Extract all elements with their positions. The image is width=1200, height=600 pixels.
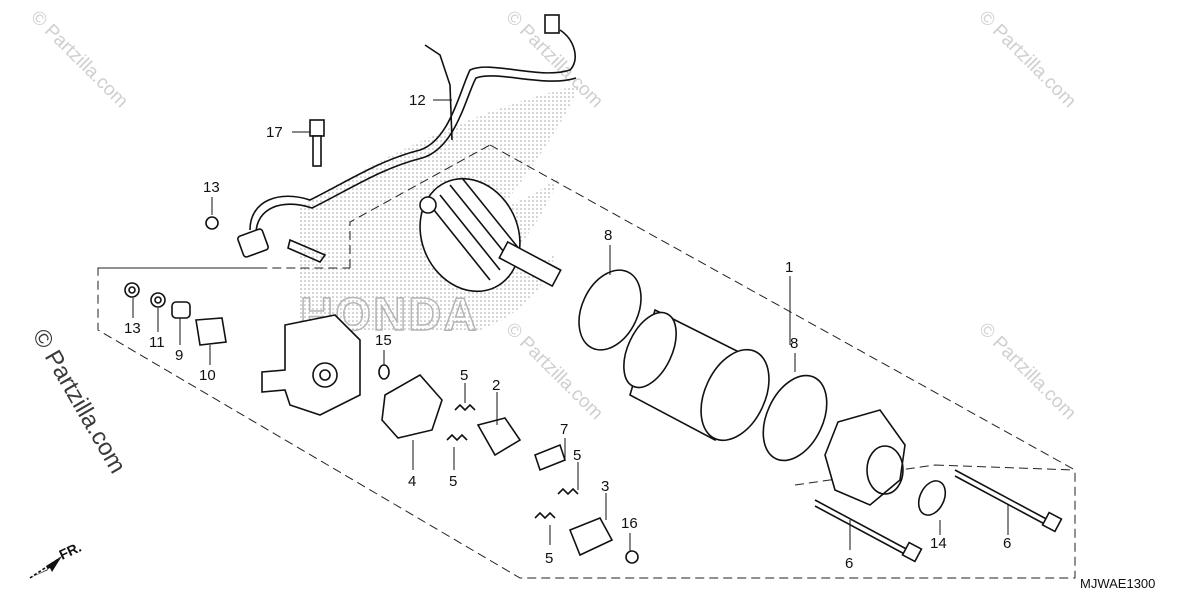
callout-14: 14 [930, 535, 947, 552]
armature [419, 177, 562, 293]
callout-15: 15 [375, 332, 392, 349]
callout-9: 9 [175, 347, 183, 364]
callouts: 1 2 3 4 5 5 5 5 6 6 7 8 8 9 10 11 12 13 … [124, 92, 1011, 572]
watermark-text-main: © Partzilla.com [27, 325, 131, 479]
callout-2: 2 [492, 377, 500, 394]
callout-17: 17 [266, 124, 283, 141]
callout-4: 4 [408, 473, 416, 490]
callout-5b: 5 [449, 473, 457, 490]
assembly-outline [97, 144, 1076, 579]
watermarks: © Partzilla.com © Partzilla.com © Partzi… [26, 7, 1079, 478]
direction-label: FR. [57, 539, 84, 563]
callout-16: 16 [621, 515, 638, 532]
callout-8b: 8 [790, 335, 798, 352]
callout-6a: 6 [845, 555, 853, 572]
diagram-code: MJWAE1300 [1080, 576, 1155, 591]
callout-8a: 8 [604, 227, 612, 244]
callout-12: 12 [409, 92, 426, 109]
callout-5a: 5 [460, 367, 468, 384]
bolt-17 [309, 119, 325, 167]
watermark-text: © Partzilla.com [501, 319, 606, 424]
o-ring-8-left [578, 269, 642, 351]
front-direction-indicator: FR. [29, 539, 84, 579]
motor-case [623, 308, 770, 442]
watermark-text: © Partzilla.com [26, 7, 131, 112]
watermark-text: © Partzilla.com [974, 319, 1079, 424]
wire-harness [237, 14, 577, 263]
callout-13b: 13 [124, 320, 141, 337]
rear-cover [261, 314, 361, 416]
watermark-text: © Partzilla.com [974, 7, 1079, 112]
callout-3: 3 [601, 478, 609, 495]
callout-10: 10 [199, 367, 216, 384]
springs-brushes [378, 364, 639, 564]
brush-holder [381, 373, 443, 439]
through-bolts [814, 469, 1063, 563]
callout-13a: 13 [203, 179, 220, 196]
leader-lines [132, 99, 1009, 552]
callout-6b: 6 [1003, 535, 1011, 552]
o-ring-8-right [762, 374, 828, 462]
terminal-parts [124, 282, 227, 346]
callout-1: 1 [785, 259, 793, 276]
callout-5d: 5 [545, 550, 553, 567]
callout-7: 7 [560, 421, 568, 438]
nut-13-upper [205, 216, 219, 230]
front-cover [824, 409, 906, 506]
callout-5c: 5 [573, 447, 581, 464]
callout-11: 11 [149, 334, 165, 351]
